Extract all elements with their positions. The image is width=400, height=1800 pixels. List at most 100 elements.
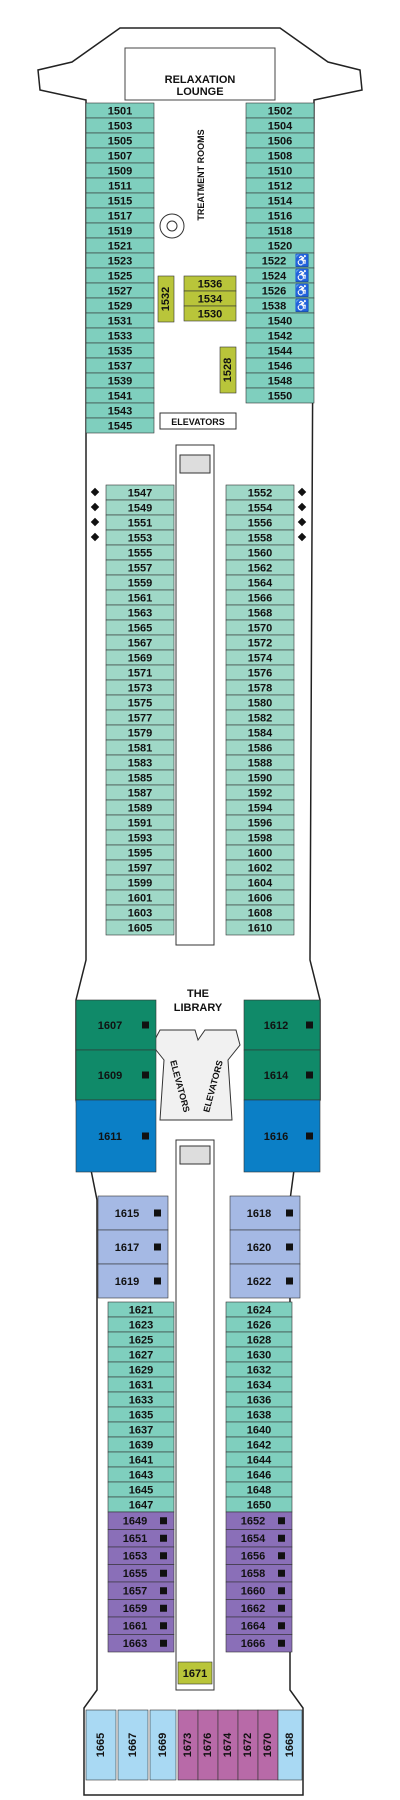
cabin-1602[interactable]: 1602 — [225, 859, 295, 876]
cabin-1523[interactable]: 1523 — [85, 252, 155, 269]
cabin-1662[interactable]: 1662 — [225, 1599, 293, 1618]
cabin-1545[interactable]: 1545 — [85, 417, 155, 434]
cabin-1673[interactable]: 1673 — [177, 1709, 199, 1781]
cabin-1532[interactable]: 1532 — [157, 275, 175, 323]
cabin-1569[interactable]: 1569 — [105, 649, 175, 666]
cabin-1564[interactable]: 1564 — [225, 574, 295, 591]
cabin-1570[interactable]: 1570 — [225, 619, 295, 636]
cabin-1648[interactable]: 1648 — [225, 1481, 293, 1498]
cabin-1518[interactable]: 1518 — [245, 222, 315, 239]
cabin-1674[interactable]: 1674 — [217, 1709, 239, 1781]
cabin-1505[interactable]: 1505 — [85, 132, 155, 149]
cabin-1638[interactable]: 1638 — [225, 1406, 293, 1423]
cabin-1576[interactable]: 1576 — [225, 664, 295, 681]
cabin-1531[interactable]: 1531 — [85, 312, 155, 329]
cabin-1585[interactable]: 1585 — [105, 769, 175, 786]
cabin-1530[interactable]: 1530 — [183, 305, 237, 322]
cabin-1653[interactable]: 1653 — [107, 1546, 175, 1565]
cabin-1633[interactable]: 1633 — [107, 1391, 175, 1408]
cabin-1640[interactable]: 1640 — [225, 1421, 293, 1438]
cabin-1524[interactable]: 1524♿ — [245, 267, 315, 284]
cabin-1624[interactable]: 1624 — [225, 1301, 293, 1318]
cabin-1650[interactable]: 1650 — [225, 1496, 293, 1513]
cabin-1660[interactable]: 1660 — [225, 1581, 293, 1600]
cabin-1563[interactable]: 1563 — [105, 604, 175, 621]
cabin-1503[interactable]: 1503 — [85, 117, 155, 134]
cabin-1649[interactable]: 1649 — [107, 1511, 175, 1530]
cabin-1568[interactable]: 1568 — [225, 604, 295, 621]
cabin-1584[interactable]: 1584 — [225, 724, 295, 741]
cabin-1516[interactable]: 1516 — [245, 207, 315, 224]
cabin-1577[interactable]: 1577 — [105, 709, 175, 726]
cabin-1528[interactable]: 1528 — [219, 346, 237, 394]
cabin-1520[interactable]: 1520 — [245, 237, 315, 254]
cabin-1668[interactable]: 1668 — [277, 1709, 303, 1781]
cabin-1501[interactable]: 1501 — [85, 102, 155, 119]
cabin-1559[interactable]: 1559 — [105, 574, 175, 591]
cabin-1537[interactable]: 1537 — [85, 357, 155, 374]
cabin-1664[interactable]: 1664 — [225, 1616, 293, 1635]
cabin-1623[interactable]: 1623 — [107, 1316, 175, 1333]
cabin-1538[interactable]: 1538♿ — [245, 297, 315, 314]
cabin-1595[interactable]: 1595 — [105, 844, 175, 861]
cabin-1525[interactable]: 1525 — [85, 267, 155, 284]
cabin-1589[interactable]: 1589 — [105, 799, 175, 816]
cabin-1606[interactable]: 1606 — [225, 889, 295, 906]
cabin-1515[interactable]: 1515 — [85, 192, 155, 209]
cabin-1551[interactable]: 1551 — [105, 514, 175, 531]
cabin-1659[interactable]: 1659 — [107, 1599, 175, 1618]
cabin-1506[interactable]: 1506 — [245, 132, 315, 149]
cabin-1598[interactable]: 1598 — [225, 829, 295, 846]
cabin-1572[interactable]: 1572 — [225, 634, 295, 651]
cabin-1601[interactable]: 1601 — [105, 889, 175, 906]
cabin-1509[interactable]: 1509 — [85, 162, 155, 179]
cabin-1517[interactable]: 1517 — [85, 207, 155, 224]
cabin-1514[interactable]: 1514 — [245, 192, 315, 209]
cabin-1616[interactable]: 1616 — [243, 1099, 321, 1173]
cabin-1539[interactable]: 1539 — [85, 372, 155, 389]
cabin-1522[interactable]: 1522♿ — [245, 252, 315, 269]
cabin-1635[interactable]: 1635 — [107, 1406, 175, 1423]
cabin-1565[interactable]: 1565 — [105, 619, 175, 636]
cabin-1608[interactable]: 1608 — [225, 904, 295, 921]
cabin-1526[interactable]: 1526♿ — [245, 282, 315, 299]
cabin-1618[interactable]: 1618 — [229, 1195, 301, 1231]
cabin-1504[interactable]: 1504 — [245, 117, 315, 134]
cabin-1571[interactable]: 1571 — [105, 664, 175, 681]
cabin-1641[interactable]: 1641 — [107, 1451, 175, 1468]
cabin-1605[interactable]: 1605 — [105, 919, 175, 936]
cabin-1552[interactable]: 1552 — [225, 484, 295, 501]
cabin-1594[interactable]: 1594 — [225, 799, 295, 816]
cabin-1502[interactable]: 1502 — [245, 102, 315, 119]
cabin-1610[interactable]: 1610 — [225, 919, 295, 936]
cabin-1507[interactable]: 1507 — [85, 147, 155, 164]
cabin-1547[interactable]: 1547 — [105, 484, 175, 501]
cabin-1652[interactable]: 1652 — [225, 1511, 293, 1530]
cabin-1550[interactable]: 1550 — [245, 387, 315, 404]
cabin-1548[interactable]: 1548 — [245, 372, 315, 389]
cabin-1553[interactable]: 1553 — [105, 529, 175, 546]
cabin-1573[interactable]: 1573 — [105, 679, 175, 696]
cabin-1527[interactable]: 1527 — [85, 282, 155, 299]
cabin-1625[interactable]: 1625 — [107, 1331, 175, 1348]
cabin-1549[interactable]: 1549 — [105, 499, 175, 516]
cabin-1529[interactable]: 1529 — [85, 297, 155, 314]
cabin-1603[interactable]: 1603 — [105, 904, 175, 921]
cabin-1591[interactable]: 1591 — [105, 814, 175, 831]
cabin-1627[interactable]: 1627 — [107, 1346, 175, 1363]
cabin-1535[interactable]: 1535 — [85, 342, 155, 359]
cabin-1645[interactable]: 1645 — [107, 1481, 175, 1498]
cabin-1574[interactable]: 1574 — [225, 649, 295, 666]
cabin-1533[interactable]: 1533 — [85, 327, 155, 344]
cabin-1628[interactable]: 1628 — [225, 1331, 293, 1348]
cabin-1637[interactable]: 1637 — [107, 1421, 175, 1438]
cabin-1556[interactable]: 1556 — [225, 514, 295, 531]
cabin-1634[interactable]: 1634 — [225, 1376, 293, 1393]
cabin-1630[interactable]: 1630 — [225, 1346, 293, 1363]
cabin-1642[interactable]: 1642 — [225, 1436, 293, 1453]
cabin-1562[interactable]: 1562 — [225, 559, 295, 576]
cabin-1540[interactable]: 1540 — [245, 312, 315, 329]
cabin-1597[interactable]: 1597 — [105, 859, 175, 876]
cabin-1583[interactable]: 1583 — [105, 754, 175, 771]
cabin-1620[interactable]: 1620 — [229, 1229, 301, 1265]
